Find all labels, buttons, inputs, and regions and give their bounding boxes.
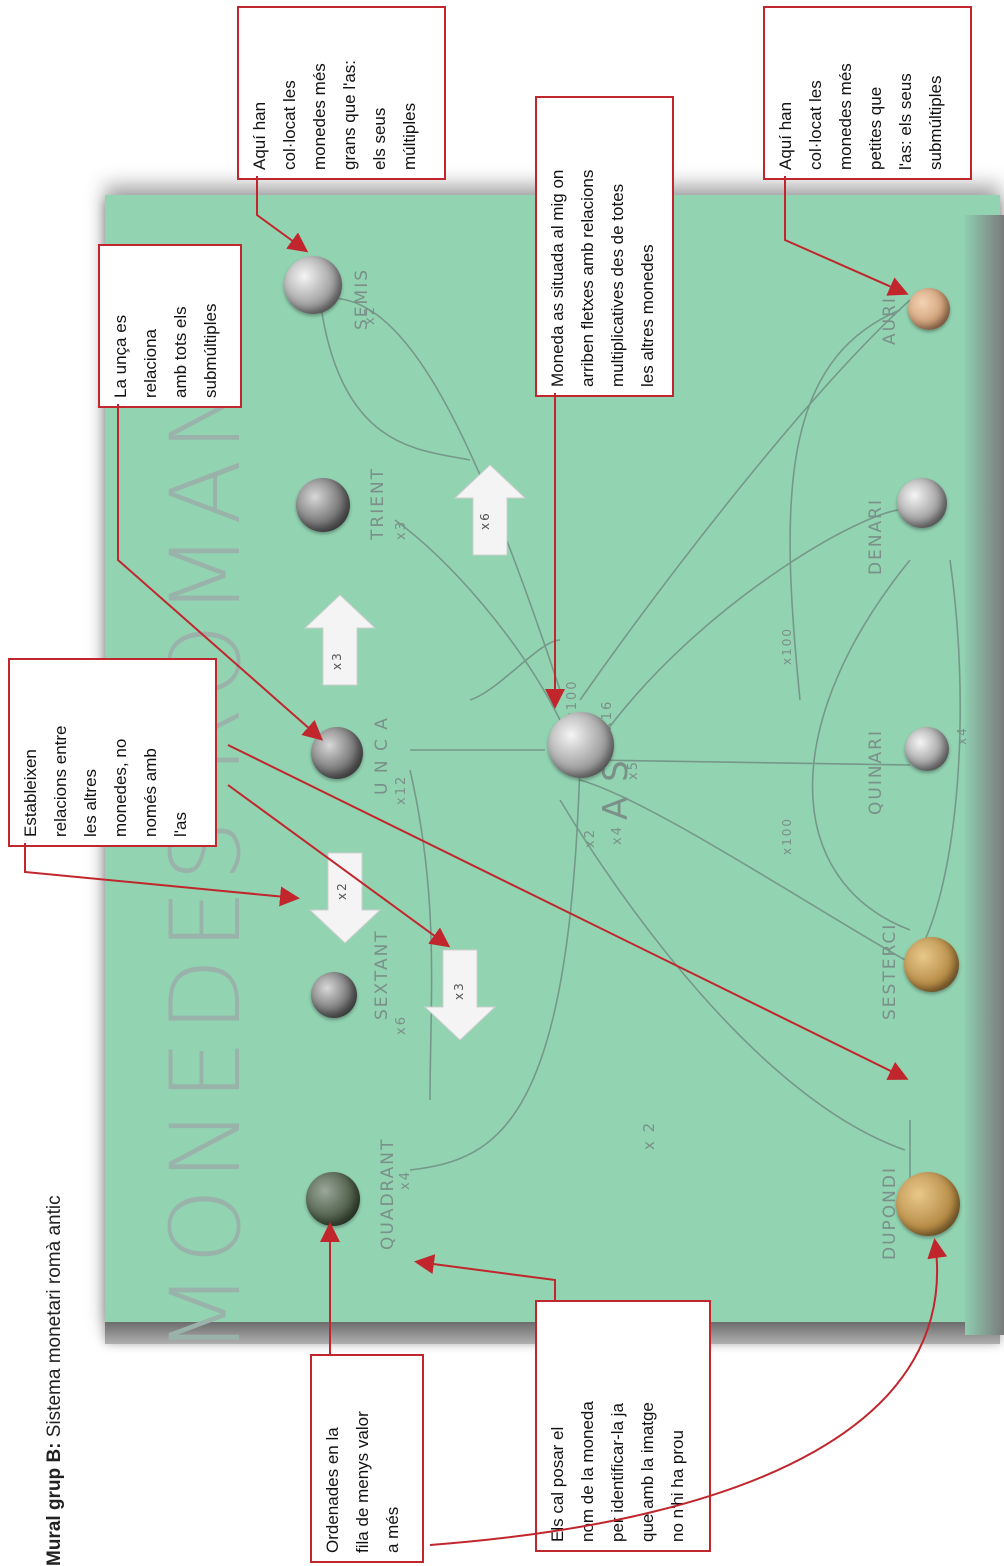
denari-coin <box>897 478 947 528</box>
paper-arrow-down-left-label: x2 <box>335 881 349 900</box>
quadrant-label: QUADRANT <box>378 1137 398 1250</box>
quinari-label: QUINARI <box>866 728 886 815</box>
aureus-coin <box>908 288 950 330</box>
as-to-aureus-line <box>579 299 911 701</box>
sesterci-to-quinari-line <box>924 559 961 941</box>
sextant-coin <box>311 972 357 1018</box>
sesterci-x100-multiplier: x100 <box>780 816 794 855</box>
semis-curve-line <box>319 299 471 461</box>
trient-to-as-line <box>394 519 561 721</box>
sesterci-coin <box>904 937 959 992</box>
sesterci-label: SESTERCI <box>880 922 900 1020</box>
denari-x100-multiplier: x100 <box>780 626 794 665</box>
unca-multiplier: x12 <box>394 774 409 805</box>
unca-label: U N C A <box>372 716 392 795</box>
quinari-coin <box>905 727 949 771</box>
semis-multiplier: x2 <box>363 305 378 325</box>
quinari-multiplier: x5 <box>626 760 641 780</box>
denari-label: DENARI <box>866 497 886 575</box>
trient-multiplier: x3 <box>394 520 409 540</box>
semis-coin <box>284 256 342 314</box>
paper-arrow-up-right <box>453 464 527 556</box>
middle-x2-multiplier: x 2 <box>640 1120 658 1150</box>
paper-arrow-up-right-label: x6 <box>478 511 492 530</box>
as-x2-multiplier: x2 <box>583 828 598 848</box>
paper-arrow-up-left <box>303 594 377 686</box>
trient-coin <box>296 478 350 532</box>
paper-arrow-down-right-label: x3 <box>452 981 466 1000</box>
semis-to-as-line <box>314 297 561 691</box>
as-to-dupondi-line <box>559 799 906 1151</box>
quadrant-coin <box>306 1172 360 1226</box>
aureus-to-quinari-line <box>789 309 901 701</box>
bottom-x4-multiplier: x4 <box>955 726 969 745</box>
aureus-label: AURI <box>880 296 900 345</box>
unca-coin <box>311 727 363 779</box>
sextant-multiplier: x6 <box>394 1015 409 1035</box>
as-to-denari-line <box>599 508 911 741</box>
quadrant-multiplier: x4 <box>398 1170 413 1190</box>
sesterci-to-denari-line <box>811 559 911 931</box>
paper-arrow-up-left-label: x3 <box>330 651 344 670</box>
trient-label: TRIENT <box>368 466 388 540</box>
as-coin <box>548 712 614 778</box>
trient-arrow-line <box>469 639 561 701</box>
dupondi-coin <box>896 1172 960 1236</box>
board-right-edge <box>965 215 1004 1335</box>
unca-to-sextant-line <box>409 769 433 1101</box>
as-x4-multiplier: x4 <box>610 825 625 845</box>
